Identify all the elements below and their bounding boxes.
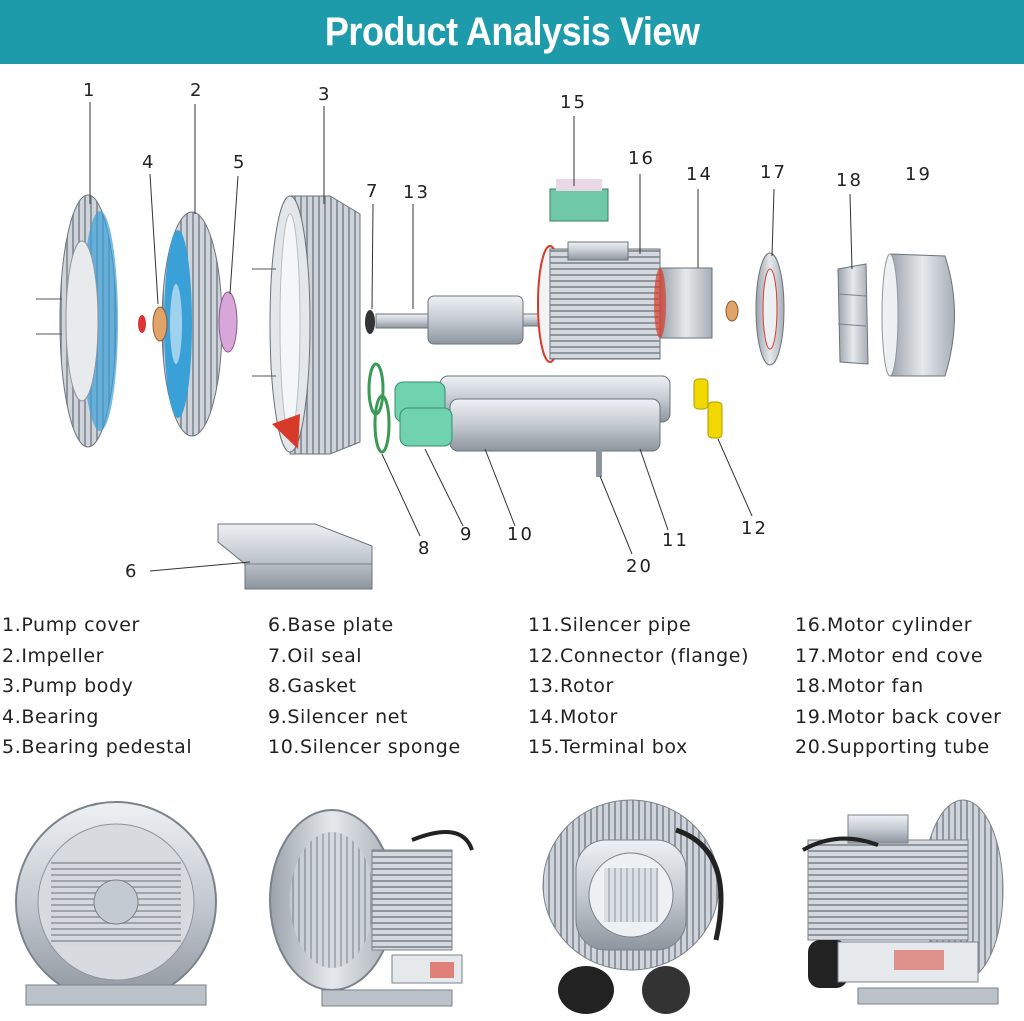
legend-item: 12.Connector (flange) (528, 645, 750, 667)
page-title: Product Analysis View (324, 9, 700, 54)
callout-8: 8 (418, 538, 431, 559)
connector-part (693, 378, 723, 439)
legend-item: 20.Supporting tube (795, 736, 990, 758)
callout-15: 15 (560, 92, 587, 113)
callout-13: 13 (403, 182, 430, 203)
callout-12: 12 (741, 518, 768, 539)
pump-cover-part (36, 194, 118, 448)
callout-20: 20 (626, 556, 653, 577)
silencer-assembly (394, 375, 671, 477)
callout-11: 11 (662, 530, 689, 551)
oil-seal-part (365, 310, 375, 334)
legend-item: 16.Motor cylinder (795, 614, 973, 636)
legend-item: 18.Motor fan (795, 675, 924, 697)
legend-item: 10.Silencer sponge (268, 736, 461, 758)
callout-3: 3 (318, 84, 331, 105)
legend-item: 3.Pump body (2, 675, 134, 697)
legend-item: 6.Base plate (268, 614, 394, 636)
legend-item: 4.Bearing (2, 706, 100, 728)
blower-side-photo (802, 799, 1004, 1005)
callout-9: 9 (460, 524, 473, 545)
leader-lines (89, 102, 853, 572)
callout-18: 18 (836, 170, 863, 191)
impeller-part (161, 211, 223, 437)
motor-part (537, 241, 713, 363)
motor-back-cover-part (881, 253, 955, 377)
legend-item: 13.Rotor (528, 675, 614, 697)
legend-item: 11.Silencer pipe (528, 614, 692, 636)
legend-item: 9.Silencer net (268, 706, 409, 728)
bearing-part (152, 306, 168, 342)
product-photos (0, 790, 1024, 1021)
blower-front-photo (15, 801, 217, 1006)
legend-item: 19.Motor back cover (795, 706, 1002, 728)
callout-10: 10 (507, 524, 534, 545)
motor-fan-part (837, 263, 869, 365)
callout-19: 19 (905, 164, 932, 185)
header-banner: Product Analysis View (0, 0, 1024, 64)
legend-item: 7.Oil seal (268, 645, 363, 667)
blower-angled-photo (269, 809, 474, 1007)
callout-4: 4 (142, 152, 155, 173)
callout-16: 16 (628, 148, 655, 169)
exploded-diagram: 1 2 3 4 5 6 7 8 9 10 11 12 13 14 15 16 1… (36, 80, 955, 590)
legend-item: 1.Pump cover (2, 614, 140, 636)
base-plate-part (217, 523, 373, 590)
motor-end-cove-part (725, 252, 785, 366)
callout-2: 2 (190, 80, 203, 101)
blower-rear-photo (542, 799, 724, 1014)
legend-item: 2.Impeller (2, 645, 105, 667)
legend-item: 5.Bearing pedestal (2, 736, 193, 758)
legend-item: 8.Gasket (268, 675, 357, 697)
parts-legend: 1.Pump cover 2.Impeller 3.Pump body 4.Be… (0, 608, 1024, 768)
rotor-part (375, 295, 554, 345)
legend-item: 17.Motor end cove (795, 645, 984, 667)
callout-14: 14 (686, 164, 713, 185)
pump-body-part (252, 195, 361, 455)
legend-item: 15.Terminal box (528, 736, 688, 758)
callout-7: 7 (366, 181, 379, 202)
callout-6: 6 (125, 561, 138, 582)
callout-1: 1 (83, 80, 96, 101)
bearing-pedestal-part (218, 291, 238, 353)
callout-17: 17 (760, 162, 787, 183)
terminal-box-part (549, 179, 609, 222)
callout-5: 5 (233, 152, 246, 173)
gasket-part (367, 362, 391, 454)
legend-item: 14.Motor (528, 706, 618, 728)
